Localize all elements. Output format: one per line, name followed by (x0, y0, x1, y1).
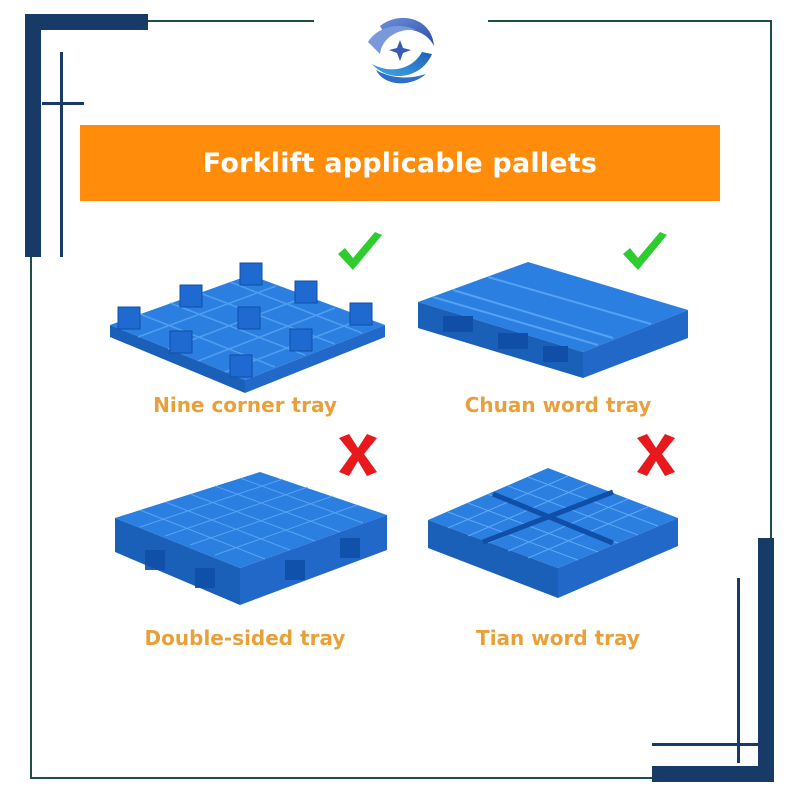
frame-accent-top-left-vertical (60, 52, 63, 257)
pallet-card-nine-corner: Nine corner tray (95, 225, 395, 425)
frame-line-top-left (148, 20, 314, 22)
item-label-double-sided: Double-sided tray (144, 626, 346, 650)
chuan-word-pallet-image (418, 262, 688, 378)
check-icon (623, 232, 667, 270)
frame-corner-top-left-horizontal (25, 14, 148, 30)
double-sided-pallet-image (115, 472, 387, 605)
frame-corner-bottom-right-vertical (758, 538, 774, 782)
pallet-card-chuan-word: Chuan word tray (408, 225, 708, 425)
tian-word-pallet-image (428, 468, 678, 598)
item-label-tian-word: Tian word tray (476, 626, 640, 650)
item-label-nine-corner: Nine corner tray (153, 393, 337, 417)
swirl-logo-icon (368, 17, 434, 84)
cross-icon (637, 434, 675, 476)
check-icon (338, 232, 382, 270)
logo (360, 8, 440, 88)
title-banner: Forklift applicable pallets (80, 125, 720, 201)
item-label-chuan-word: Chuan word tray (464, 393, 652, 417)
nine-corner-pallet-image (110, 262, 385, 393)
frame-corner-top-left-vertical (25, 14, 41, 257)
frame-corner-bottom-right-horizontal (652, 766, 774, 782)
frame-accent-bottom-right-horizontal (652, 743, 760, 746)
frame-line-top-right (488, 20, 772, 22)
banner-title: Forklift applicable pallets (202, 147, 598, 179)
pallet-card-double-sided: Double-sided tray (95, 430, 395, 660)
cross-icon (339, 434, 377, 476)
frame-line-left (30, 257, 32, 779)
frame-accent-bottom-right-vertical (737, 578, 740, 763)
frame-line-bottom (30, 777, 652, 779)
frame-line-right (770, 20, 772, 540)
frame-accent-top-left-horizontal (42, 102, 84, 105)
pallet-card-tian-word: Tian word tray (408, 430, 708, 660)
